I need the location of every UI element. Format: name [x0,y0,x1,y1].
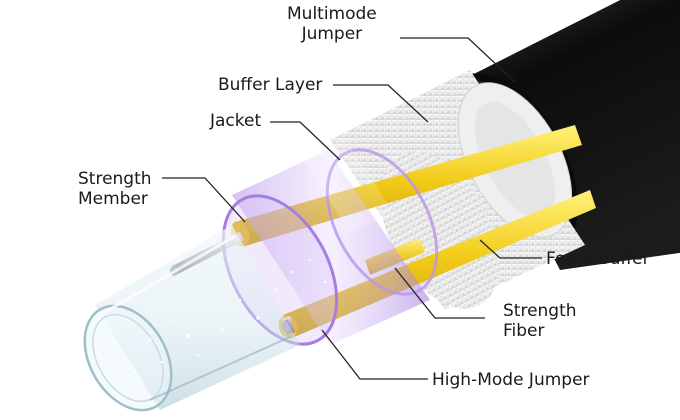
leader-lines [162,37,542,380]
label-strength-fiber-line2: Fiber [503,321,545,341]
leader-foam-buffer [479,239,542,259]
leader-strength-member [162,177,246,223]
label-multimode-jumper: Multimode Jumper [287,4,377,44]
leader-high-mode-jumper [321,329,428,380]
leader-multimode-jumper [400,37,516,83]
label-jacket: Jacket [210,111,262,131]
leader-jacket [270,121,341,161]
label-strength-member-line2: Member [78,189,148,209]
leader-buffer-layer [333,84,429,123]
glass-tube [83,225,327,412]
leader-strength-fiber [394,267,485,319]
label-high-mode-jumper: High-Mode Jumper [432,370,590,390]
label-strength-member-line1: Strength [78,169,152,189]
label-multimode-jumper-line2: Jumper [301,24,363,44]
label-foam-buffer: Foam Buffer [546,249,650,269]
label-strength-member: Strength Member [78,169,152,209]
label-strength-fiber-line1: Strength [503,301,577,321]
label-multimode-jumper-line1: Multimode [287,4,377,24]
label-strength-fiber: Strength Fiber [503,301,577,341]
label-buffer-layer: Buffer Layer [218,75,323,95]
